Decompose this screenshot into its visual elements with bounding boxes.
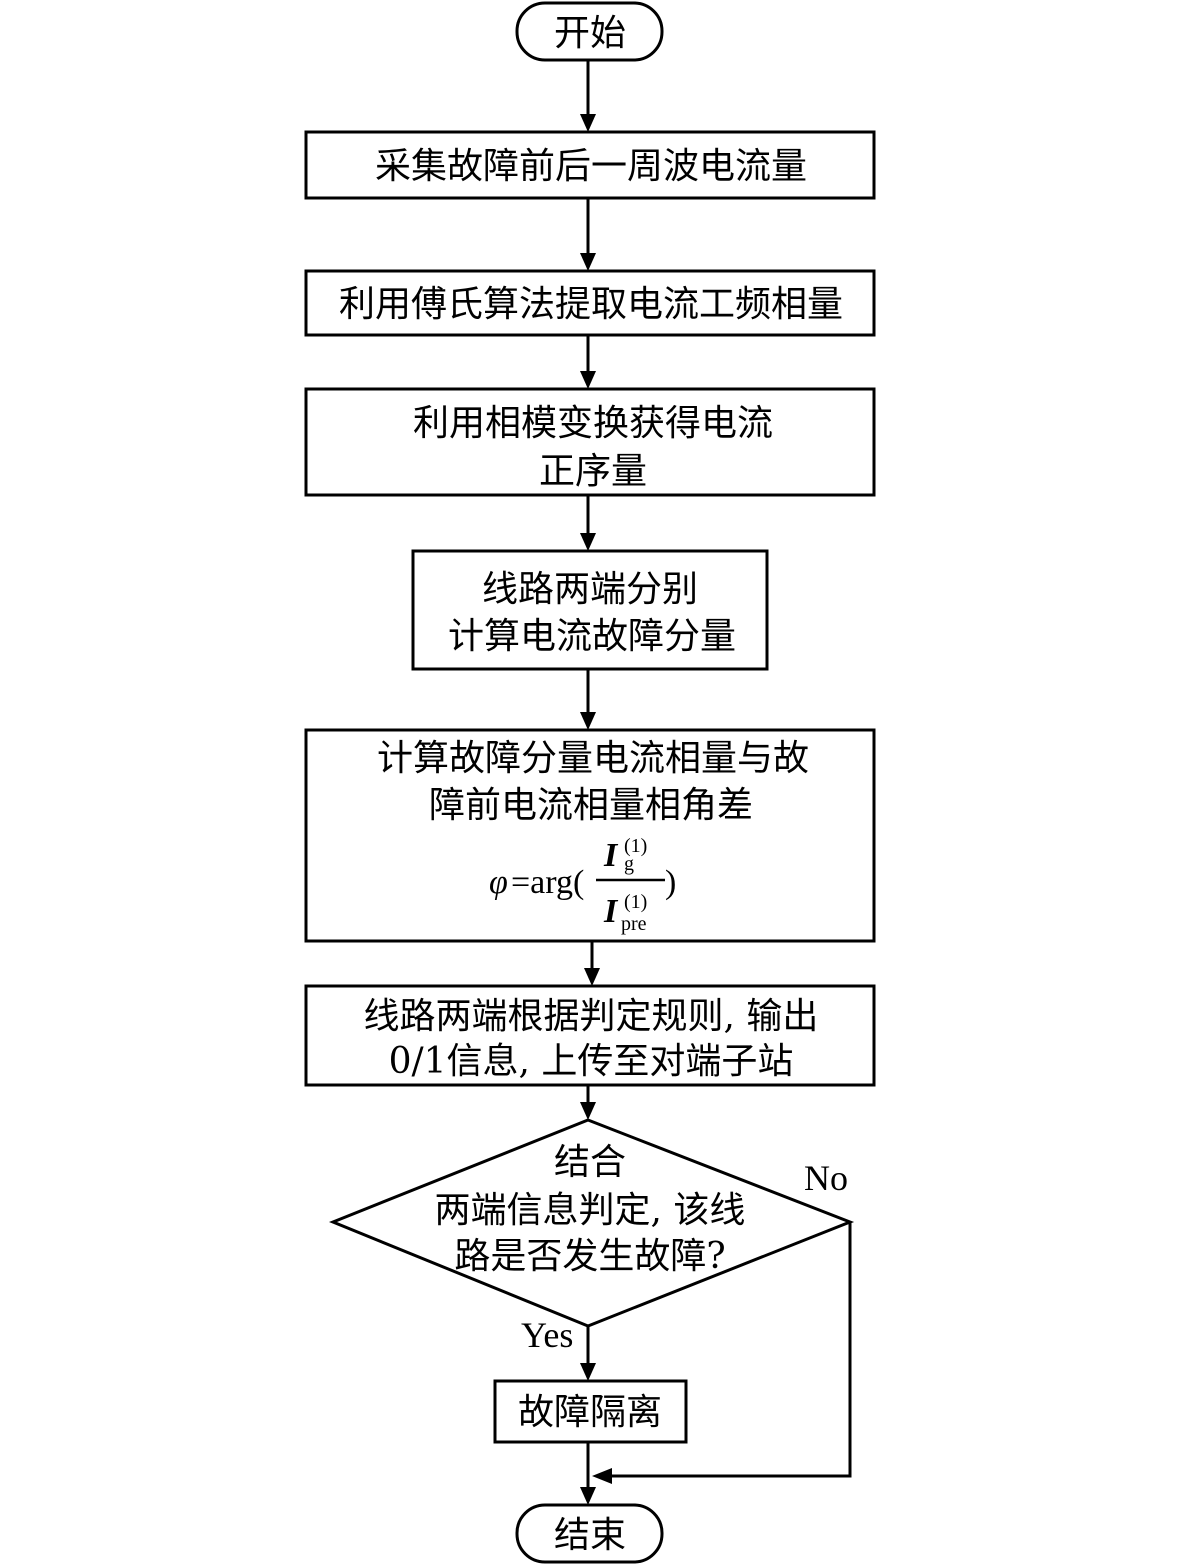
start-node: 开始 <box>515 1 664 62</box>
formula-arg: =arg( <box>511 864 584 901</box>
formula-numerator-sub: g <box>624 853 634 875</box>
fault-component-line-1: 线路两端分别 <box>482 569 698 610</box>
end-node: 结束 <box>515 1503 664 1564</box>
end-label: 结束 <box>554 1515 626 1556</box>
collect-current-label: 采集故障前后一周波电流量 <box>375 146 807 187</box>
phase-angle-line-2: 障前电流相量相角差 <box>429 785 753 826</box>
decision-fault-check: 结合 两端信息判定, 该线 路是否发生故障? <box>328 1118 855 1328</box>
arrow-output-to-decision <box>580 1085 596 1120</box>
formula-numerator-symbol: I <box>603 837 619 874</box>
phase-angle-formula: φ =arg( I (1) g I (1) pre ) <box>489 835 676 935</box>
fourier-extraction-label: 利用傅氏算法提取电流工频相量 <box>339 284 843 325</box>
output-info-line-1: 线路两端根据判定规则, 输出 <box>364 996 819 1037</box>
arrow-decision-no-bypass <box>592 1222 852 1484</box>
process-phase-mode-transform: 利用相模变换获得电流 正序量 <box>304 387 876 497</box>
process-fourier-extraction: 利用傅氏算法提取电流工频相量 <box>304 269 876 337</box>
formula-phi: φ <box>489 864 508 901</box>
process-fault-isolation: 故障隔离 <box>493 1379 688 1444</box>
formula-close-paren: ) <box>665 864 676 901</box>
phase-mode-line-1: 利用相模变换获得电流 <box>413 403 773 444</box>
start-label: 开始 <box>554 13 626 54</box>
arrow-isolation-to-end <box>580 1442 596 1505</box>
fault-component-line-2: 计算电流故障分量 <box>448 616 736 657</box>
arrow-transform-to-fault-component <box>580 495 596 551</box>
phase-mode-line-2: 正序量 <box>539 451 647 492</box>
process-output-decision-info: 线路两端根据判定规则, 输出 0/1信息, 上传至对端子站 <box>304 984 876 1087</box>
edges <box>580 60 852 1505</box>
arrow-angle-to-output <box>584 941 600 986</box>
arrow-fault-component-to-angle <box>580 669 596 730</box>
decision-line-2: 两端信息判定, 该线 <box>435 1190 746 1231</box>
output-info-line-2: 0/1信息, 上传至对端子站 <box>389 1041 794 1082</box>
process-fault-component: 线路两端分别 计算电流故障分量 <box>411 549 769 671</box>
decision-line-1: 结合 <box>554 1142 626 1183</box>
arrow-fourier-to-transform <box>580 335 596 389</box>
fault-isolation-label: 故障隔离 <box>518 1392 662 1433</box>
formula-numerator-sup: (1) <box>624 835 647 857</box>
process-collect-current: 采集故障前后一周波电流量 <box>304 130 876 200</box>
arrow-decision-yes-to-isolation <box>580 1326 596 1381</box>
formula-denominator-sup: (1) <box>624 891 647 913</box>
formula-denominator-symbol: I <box>603 893 619 930</box>
decision-line-3: 路是否发生故障? <box>454 1236 725 1277</box>
arrow-collect-to-fourier <box>580 198 596 271</box>
edge-label-no: No <box>804 1158 848 1198</box>
arrow-start-to-collect <box>580 60 596 132</box>
process-phase-angle-difference: 计算故障分量电流相量与故 障前电流相量相角差 φ =arg( I (1) g I… <box>304 728 876 943</box>
formula-denominator-sub: pre <box>621 913 647 935</box>
edge-label-yes: Yes <box>521 1315 573 1355</box>
phase-angle-line-1: 计算故障分量电流相量与故 <box>377 738 809 779</box>
